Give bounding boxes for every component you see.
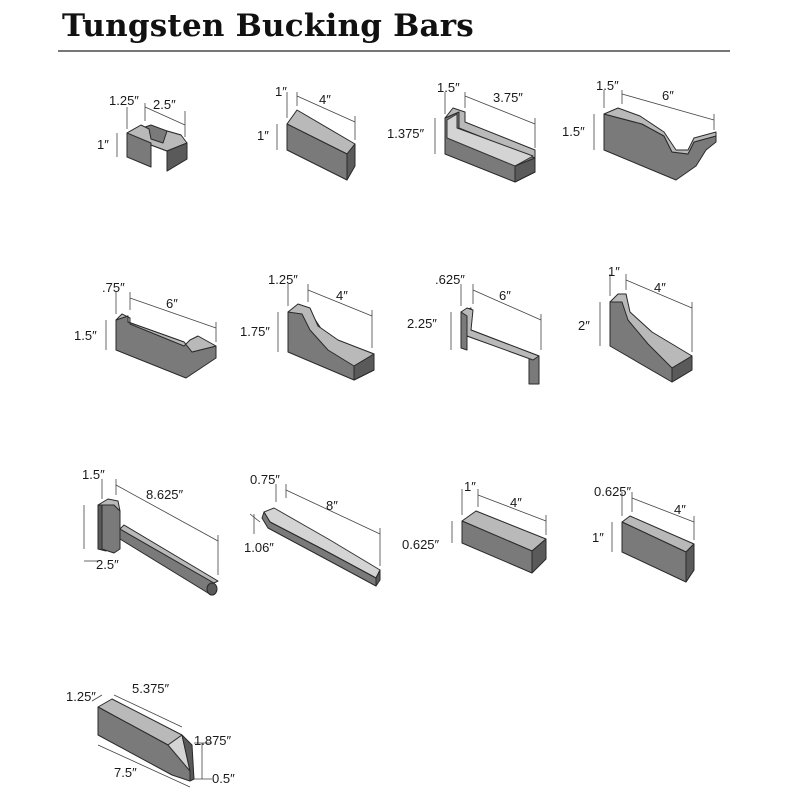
bucking-bar-2: 1″ 4″ 1″	[257, 84, 356, 181]
bar-2-dim-c: 1″	[257, 128, 269, 143]
bar-7-dim-c: 2.25″	[407, 316, 437, 331]
bar-8-dim-b: 4″	[654, 280, 666, 295]
bar-5-dim-b: 6″	[166, 296, 178, 311]
bar-6-dim-c: 1.75″	[240, 324, 270, 339]
bucking-bar-10: 0.75″ 8″ 1.06″	[244, 472, 381, 587]
bucking-bar-11: 1″ 4″ 0.625″	[402, 479, 547, 574]
bar-7-dim-b: 6″	[499, 288, 511, 303]
bar-9-dim-b: 8.625″	[146, 487, 184, 502]
bar-11-dim-c: 0.625″	[402, 537, 440, 552]
bucking-bar-9: 1.5″ 8.625″ 2.5″	[82, 467, 219, 596]
bucking-bar-7: .625″ 6″ 2.25″	[407, 272, 542, 385]
bar-6-dim-a: 1.25″	[268, 272, 298, 287]
bar-4-dim-a: 1.5″	[596, 78, 619, 93]
bar-11-dim-a: 1″	[464, 479, 476, 494]
bucking-bar-6: 1.25″ 4″ 1.75″	[240, 272, 375, 381]
bar-3-dim-b: 3.75″	[493, 90, 523, 105]
bucking-bar-12: 0.625″ 4″ 1″	[592, 484, 695, 583]
bar-1-dim-a: 1.25″	[109, 93, 139, 108]
bar-9-dim-c: 2.5″	[96, 557, 119, 572]
bar-12-dim-a: 0.625″	[594, 484, 632, 499]
bar-2-dim-b: 4″	[319, 92, 331, 107]
bar-12-dim-b: 4″	[674, 502, 686, 517]
bar-10-dim-a: 0.75″	[250, 472, 280, 487]
bucking-bar-4: 1.5″ 6″ 1.5″	[562, 78, 717, 181]
bar-9-dim-a: 1.5″	[82, 467, 105, 482]
bar-13-dim-c: 1.875″	[194, 733, 232, 748]
bar-13-dim-d: 7.5″	[114, 765, 137, 780]
bar-12-dim-c: 1″	[592, 530, 604, 545]
bar-3-dim-a: 1.5″	[437, 80, 460, 95]
bar-5-dim-a: .75″	[102, 280, 125, 295]
bar-8-dim-a: 1″	[608, 264, 620, 279]
bucking-bar-8: 1″ 4″ 2″	[578, 264, 693, 383]
bar-7-dim-a: .625″	[435, 272, 465, 287]
bar-8-dim-c: 2″	[578, 318, 590, 333]
bar-13-dim-e: 0.5″	[212, 771, 235, 786]
bar-2-dim-a: 1″	[275, 84, 287, 99]
bar-1-dim-b: 2.5″	[153, 97, 176, 112]
title-divider	[58, 50, 730, 52]
bucking-bar-13: 1.25″ 5.375″ 1.875″ 7.5″ 0.5″	[66, 681, 235, 788]
page-title: Tungsten Bucking Bars	[62, 8, 474, 44]
bar-10-dim-c: 1.06″	[244, 540, 274, 555]
bar-5-dim-c: 1.5″	[74, 328, 97, 343]
bar-6-dim-b: 4″	[336, 288, 348, 303]
bar-13-dim-b: 5.375″	[132, 681, 170, 696]
bar-4-dim-c: 1.5″	[562, 124, 585, 139]
bar-4-dim-b: 6″	[662, 88, 674, 103]
bar-10-dim-b: 8″	[326, 498, 338, 513]
bucking-bar-5: .75″ 6″ 1.5″	[74, 280, 217, 379]
bucking-bar-3: 1.5″ 3.75″ 1.375″	[387, 80, 536, 183]
bar-13-dim-a: 1.25″	[66, 689, 96, 704]
bar-1-dim-c: 1″	[97, 137, 109, 152]
bucking-bar-1: 1.25″ 2.5″ 1″	[97, 93, 188, 172]
bar-3-dim-c: 1.375″	[387, 126, 425, 141]
bar-11-dim-b: 4″	[510, 495, 522, 510]
